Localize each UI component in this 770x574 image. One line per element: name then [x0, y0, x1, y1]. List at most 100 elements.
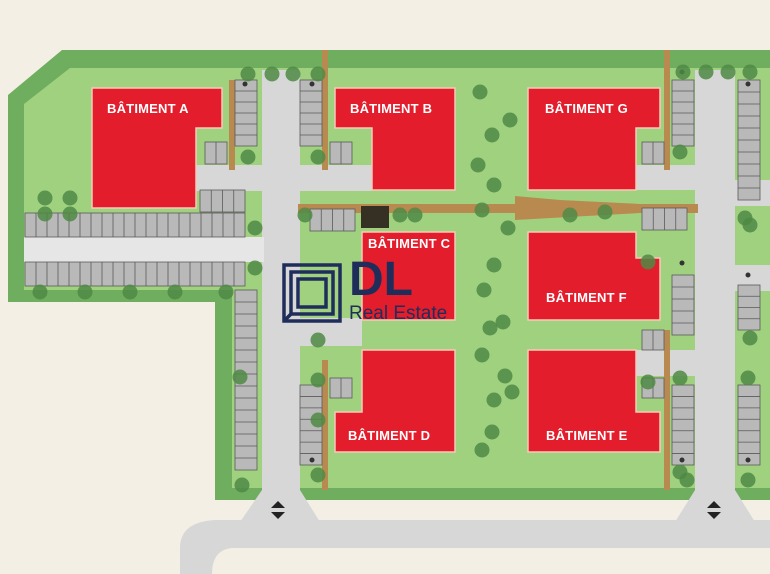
tree-icon [484, 424, 500, 440]
accessible-parking-icon [745, 81, 751, 87]
tree-icon [740, 472, 756, 488]
building-label-d: BÂTIMENT D [348, 428, 430, 443]
tree-icon [482, 320, 498, 336]
footpath [322, 50, 328, 170]
logo-text: DL [349, 253, 413, 306]
building-label-e: BÂTIMENT E [546, 428, 628, 443]
tree-icon [218, 284, 234, 300]
tree-icon [62, 190, 78, 206]
accessible-parking-icon [745, 272, 751, 278]
tree-icon [232, 369, 248, 385]
building-c [361, 231, 456, 321]
tree-icon [474, 442, 490, 458]
tree-icon [640, 254, 656, 270]
road-west [262, 70, 300, 522]
parking-row [737, 384, 761, 466]
tree-icon [37, 206, 53, 222]
accessible-parking-icon [679, 260, 685, 266]
trees [32, 64, 758, 493]
tree-icon [285, 66, 301, 82]
tree-icon [310, 66, 326, 82]
tree-icon [476, 282, 492, 298]
tree-icon [495, 314, 511, 330]
tree-icon [310, 372, 326, 388]
tree-icon [310, 149, 326, 165]
two-way-arrow-icon [707, 501, 721, 519]
tree-icon [597, 204, 613, 220]
footpath [298, 204, 698, 213]
tree-icon [672, 144, 688, 160]
tree-icon [310, 412, 326, 428]
accessible-parking-icon [309, 457, 315, 463]
two-way-arrow-icon [271, 501, 285, 519]
tree-icon [675, 64, 691, 80]
building-g [527, 87, 661, 191]
tree-icon [562, 207, 578, 223]
tree-icon [672, 370, 688, 386]
accessible-parking-icon [242, 81, 248, 87]
logo: DL Real Estate [281, 256, 491, 332]
tree-icon [502, 112, 518, 128]
building-b [334, 87, 456, 191]
footpath [664, 50, 670, 170]
buildings: BÂTIMENT A BÂTIMENT B BÂTIMENT G BÂTIMEN… [91, 87, 661, 453]
tree-icon [698, 64, 714, 80]
access-road [180, 520, 770, 574]
tree-icon [240, 66, 256, 82]
tree-icon [407, 207, 423, 223]
parking-row [671, 274, 695, 336]
tree-icon [486, 177, 502, 193]
tree-icon [486, 392, 502, 408]
tree-icon [504, 384, 520, 400]
logo-subtitle: Real Estate [349, 303, 448, 324]
building-label-b: BÂTIMENT B [350, 101, 432, 116]
footpath [322, 360, 328, 490]
tree-icon [310, 467, 326, 483]
building-label-f: BÂTIMENT F [546, 290, 627, 305]
tree-icon [500, 220, 516, 236]
side-road [182, 165, 372, 191]
tree-icon [484, 127, 500, 143]
tree-icon [679, 472, 695, 488]
tree-icon [740, 370, 756, 386]
accessible-parking-icon [745, 457, 751, 463]
tree-icon [32, 284, 48, 300]
tree-icon [264, 66, 280, 82]
tree-icon [62, 206, 78, 222]
tree-icon [742, 330, 758, 346]
tree-icon [497, 368, 513, 384]
tree-icon [742, 64, 758, 80]
parking-spaces [24, 69, 761, 471]
tree-icon [392, 207, 408, 223]
tree-icon [640, 374, 656, 390]
tree-icon [240, 149, 256, 165]
parking-aisle [24, 237, 264, 262]
building-f [527, 231, 661, 321]
tree-icon [297, 207, 313, 223]
tree-icon [472, 84, 488, 100]
building-a [91, 87, 223, 209]
building-d [334, 349, 456, 453]
tree-icon [470, 157, 486, 173]
tree-icon [720, 64, 736, 80]
tree-icon [234, 477, 250, 493]
tree-icon [167, 284, 183, 300]
accessible-parking-icon [679, 457, 685, 463]
tree-icon [474, 202, 490, 218]
tree-icon [742, 217, 758, 233]
bike-shelter [361, 206, 389, 228]
tree-icon [37, 190, 53, 206]
building-e [527, 349, 661, 453]
building-label-g: BÂTIMENT G [545, 101, 628, 116]
building-label-a: BÂTIMENT A [107, 101, 189, 116]
footpath [664, 330, 670, 490]
road-east [695, 70, 735, 522]
accessible-parking-icon [309, 81, 315, 87]
tree-icon [122, 284, 138, 300]
parking-row [671, 384, 695, 466]
footpath [229, 80, 235, 170]
tree-icon [474, 347, 490, 363]
building-label-c: BÂTIMENT C [368, 236, 451, 251]
